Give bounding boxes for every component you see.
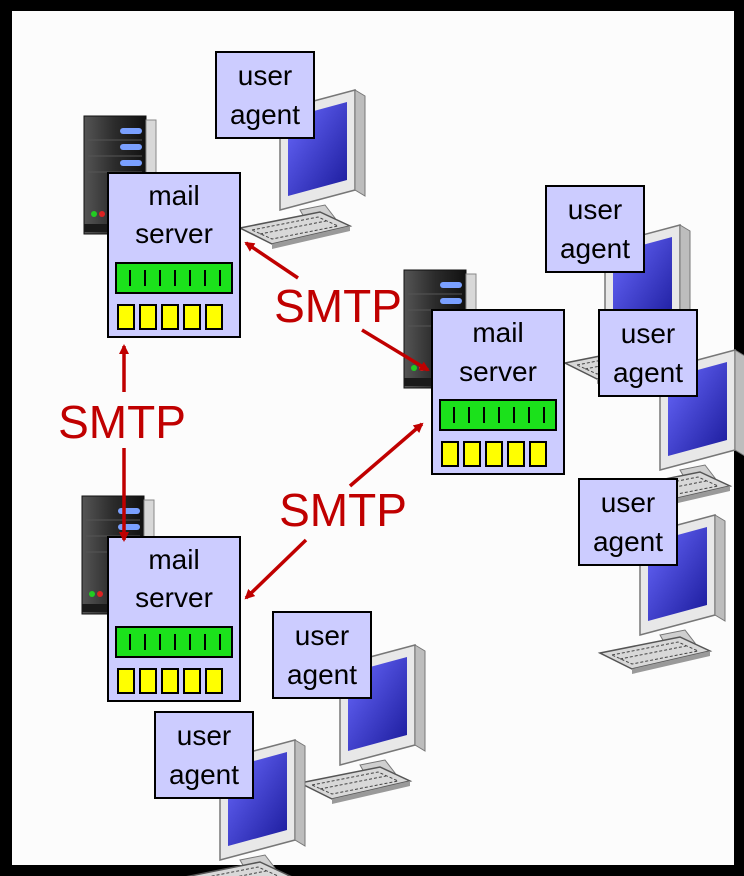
user-agent-box xyxy=(154,711,254,799)
smtp-label-right-bottomleft: SMTP xyxy=(279,484,407,536)
user-agent-label-line1: user xyxy=(295,620,349,651)
user-agent-label-line1: user xyxy=(568,194,622,225)
message-queue xyxy=(115,626,233,658)
mailbox-slot xyxy=(117,668,135,694)
user-agent-label-line2: agent xyxy=(560,233,630,264)
smtp-arrow-topleft-right-a xyxy=(244,241,299,280)
mailbox-slot xyxy=(183,304,201,330)
mailbox-slot xyxy=(507,441,525,467)
user-agent-box xyxy=(215,51,315,139)
user-agent-box xyxy=(272,611,372,699)
user-agent-6: user agent xyxy=(154,711,254,799)
mailbox-slot xyxy=(205,304,223,330)
mailbox-slots xyxy=(117,304,223,330)
mail-server-label-line2: server xyxy=(459,356,537,387)
mailbox-slot xyxy=(485,441,503,467)
mail-server-label-line2: server xyxy=(135,218,213,249)
mailbox-slot xyxy=(529,441,547,467)
mail-server-label-line1: mail xyxy=(472,317,523,348)
mailbox-slot xyxy=(441,441,459,467)
mailbox-slot xyxy=(205,668,223,694)
smtp-label-topleft-right: SMTP xyxy=(274,280,402,332)
mailbox-slot xyxy=(117,304,135,330)
mailbox-slot xyxy=(161,304,179,330)
user-agent-label-line1: user xyxy=(177,720,231,751)
user-agent-1: user agent xyxy=(215,51,315,139)
mailbox-slot xyxy=(139,668,157,694)
mail-server-bottom-left: mail server xyxy=(107,536,241,702)
user-agent-box xyxy=(545,185,645,273)
user-agent-3: user agent xyxy=(598,309,698,397)
user-agent-label-line1: user xyxy=(601,487,655,518)
smtp-arrow-right-bottomleft-b xyxy=(244,538,308,600)
user-agent-label-line2: agent xyxy=(169,759,239,790)
user-agent-label-line2: agent xyxy=(613,357,683,388)
smtp-label-vertical: SMTP xyxy=(58,396,186,448)
user-agent-box xyxy=(598,309,698,397)
user-agent-box xyxy=(578,478,678,566)
mail-server-label-line1: mail xyxy=(148,544,199,575)
mail-server-label-line2: server xyxy=(135,582,213,613)
mailbox-slot xyxy=(139,304,157,330)
mailbox-slots xyxy=(117,668,223,694)
user-agent-label-line1: user xyxy=(621,318,675,349)
user-agent-5: user agent xyxy=(272,611,372,699)
mail-server-top-left: mail server xyxy=(107,172,241,338)
user-agent-label-line2: agent xyxy=(230,99,300,130)
user-agent-label-line2: agent xyxy=(287,659,357,690)
mailbox-slot xyxy=(161,668,179,694)
mail-server-right: mail server xyxy=(431,309,565,475)
message-queue xyxy=(115,262,233,294)
user-agent-4: user agent xyxy=(578,478,678,566)
smtp-arrow-topleft-right-b xyxy=(361,328,430,372)
user-agent-label-line1: user xyxy=(238,60,292,91)
message-queue xyxy=(439,399,557,431)
smtp-arrow-right-bottomleft-a xyxy=(348,422,424,488)
mailbox-slots xyxy=(441,441,547,467)
mail-server-label-line1: mail xyxy=(148,180,199,211)
user-agent-2: user agent xyxy=(545,185,645,273)
user-agent-label-line2: agent xyxy=(593,526,663,557)
mailbox-slot xyxy=(463,441,481,467)
mailbox-slot xyxy=(183,668,201,694)
